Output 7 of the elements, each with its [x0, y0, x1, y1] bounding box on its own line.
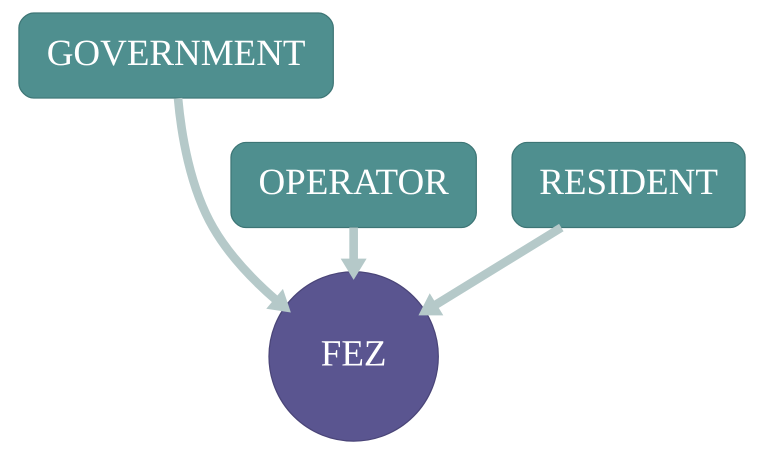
node-box: RESIDENT [510, 142, 746, 228]
node-box: OPERATOR [230, 142, 476, 228]
node-circle: FEZ [268, 271, 438, 442]
arrow [340, 228, 366, 280]
node-box: GOVERNMENT [18, 12, 334, 99]
arrow [418, 224, 564, 316]
arrow [173, 98, 290, 312]
